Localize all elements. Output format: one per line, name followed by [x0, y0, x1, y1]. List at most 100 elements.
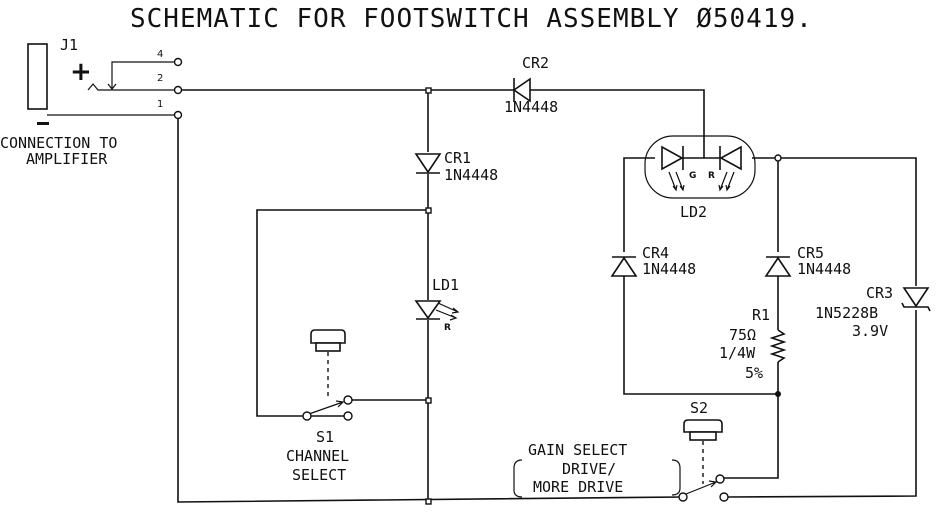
s1-contact-blade	[308, 400, 345, 415]
schematic-title: SCHEMATIC FOR FOOTSWITCH ASSEMBLY Ø50419…	[130, 4, 813, 34]
s2-throw-a-terminal	[715, 474, 725, 484]
wire-cr4-to-r1-node	[623, 276, 778, 395]
s2-contact-blade	[685, 480, 718, 495]
cr2-ref: CR2	[522, 54, 549, 72]
ld2-color-left: G	[689, 171, 696, 181]
junction	[425, 207, 432, 214]
s2-actuator-stem	[689, 431, 717, 441]
cr1-ref: CR1	[444, 149, 471, 167]
pin-4-label: 4	[157, 49, 163, 60]
s2-actuator-cap[interactable]	[683, 419, 723, 433]
s1-common-terminal	[302, 411, 312, 421]
s2-caption-line2: DRIVE/	[562, 460, 616, 478]
r1-value: 75Ω	[729, 326, 756, 344]
connector-caption-line1: CONNECTION TO	[0, 134, 117, 152]
cr3-value: 3.9V	[852, 322, 888, 340]
s1-nc-terminal	[343, 411, 353, 421]
zener-cr3-cathode	[901, 302, 931, 312]
light-arrow-icon	[435, 309, 458, 321]
connector-body	[27, 43, 48, 110]
pin-1-terminal	[173, 110, 183, 120]
light-arrow-icon	[725, 171, 735, 192]
s2-caption-line3: MORE DRIVE	[533, 478, 623, 496]
ld1-color: R	[444, 323, 451, 333]
cr5-ref: CR5	[797, 244, 824, 262]
junction	[775, 391, 781, 397]
switch-contact-arrow	[107, 83, 117, 90]
switch-s2[interactable]: S2 GAIN SELECT DRIVE/ MORE DRIVE	[513, 399, 729, 502]
minus-sign	[37, 122, 49, 125]
junction	[425, 87, 432, 94]
wire-r1-to-s2	[724, 362, 779, 479]
resistor-r1-symbol	[769, 329, 787, 363]
wire-ld2-to-cr4	[623, 157, 655, 252]
wire-ld2-to-cr3	[752, 157, 917, 286]
wires	[177, 89, 917, 503]
wire-cr3-to-s2	[727, 310, 917, 498]
ld2-green-symbol	[661, 145, 684, 171]
light-arrow-icon	[668, 171, 678, 192]
connector-caption-line2: AMPLIFIER	[26, 150, 108, 168]
r1-tolerance: 5%	[745, 364, 763, 382]
zener-cr3-symbol	[902, 287, 930, 308]
s2-common-terminal	[678, 492, 688, 502]
junction	[774, 154, 782, 162]
cr4-ref: CR4	[642, 244, 669, 262]
ld2-red-symbol	[719, 145, 742, 171]
j1-ref: J1	[60, 36, 78, 54]
led-ld1: LD1 R	[414, 276, 460, 333]
cr1-part: 1N4448	[444, 166, 498, 184]
caption-bracket-left	[513, 459, 523, 498]
s1-caption-line2: SELECT	[292, 466, 346, 484]
s1-no-terminal	[343, 395, 353, 405]
led-ld2: G R LD2	[644, 135, 756, 221]
s2-caption-line1: GAIN SELECT	[528, 441, 627, 459]
cr3-ref: CR3	[866, 284, 893, 302]
plus-sign: +	[70, 57, 92, 87]
junction	[425, 397, 432, 404]
junction	[425, 498, 432, 505]
ld2-package	[644, 135, 756, 199]
wire-cr2-to-ld2	[528, 89, 705, 158]
ld2-color-right: R	[708, 171, 715, 181]
s1-actuator-cap[interactable]	[310, 329, 346, 344]
diode-cr4-symbol	[610, 256, 638, 277]
cr4-part: 1N4448	[642, 260, 696, 278]
led-ld1-symbol	[414, 300, 442, 320]
diode-cr5: CR5 1N4448	[764, 244, 851, 278]
pin-2-label: 2	[157, 73, 163, 84]
diode-cr4: CR4 1N4448	[610, 244, 696, 278]
s1-ref: S1	[316, 428, 334, 446]
resistor-r1: R1 75Ω 1/4W 5%	[719, 306, 787, 382]
diode-cr2: CR2 1N4448	[504, 54, 558, 116]
cr2-part: 1N4448	[504, 98, 558, 116]
pin-2-wire	[87, 83, 178, 91]
s1-caption-line1: CHANNEL	[286, 447, 349, 465]
pin-4-wire	[111, 61, 178, 89]
cr5-part: 1N4448	[797, 260, 851, 278]
ld2-ref: LD2	[680, 203, 707, 221]
caption-bracket-right	[671, 459, 681, 496]
cr3-part: 1N5228B	[815, 304, 878, 322]
diode-cr2-symbol	[512, 77, 531, 103]
light-arrow-icon	[437, 302, 460, 314]
pin-1-label: 1	[157, 99, 163, 110]
diode-cr5-symbol	[764, 256, 792, 277]
ld1-ref: LD1	[432, 276, 459, 294]
r1-power: 1/4W	[719, 344, 756, 362]
light-arrow-icon	[718, 171, 728, 192]
pin-2-terminal	[173, 85, 183, 95]
switch-s1[interactable]: S1 CHANNEL SELECT	[286, 329, 353, 484]
s2-throw-b-terminal	[719, 492, 729, 502]
connector-j1: J1 + 4 2 1 CONNECTION TO AMPLIFIER	[0, 36, 183, 168]
diode-cr1: CR1 1N4448	[414, 149, 498, 184]
light-arrow-icon	[675, 171, 685, 192]
diode-cr1-symbol	[414, 153, 442, 174]
zener-cr3: CR3 1N5228B 3.9V	[815, 284, 931, 340]
s2-ref: S2	[690, 399, 708, 417]
r1-ref: R1	[752, 306, 770, 324]
s1-actuator-stem	[315, 342, 341, 352]
wire-s1-common	[256, 209, 428, 417]
pin-4-terminal	[173, 57, 183, 67]
